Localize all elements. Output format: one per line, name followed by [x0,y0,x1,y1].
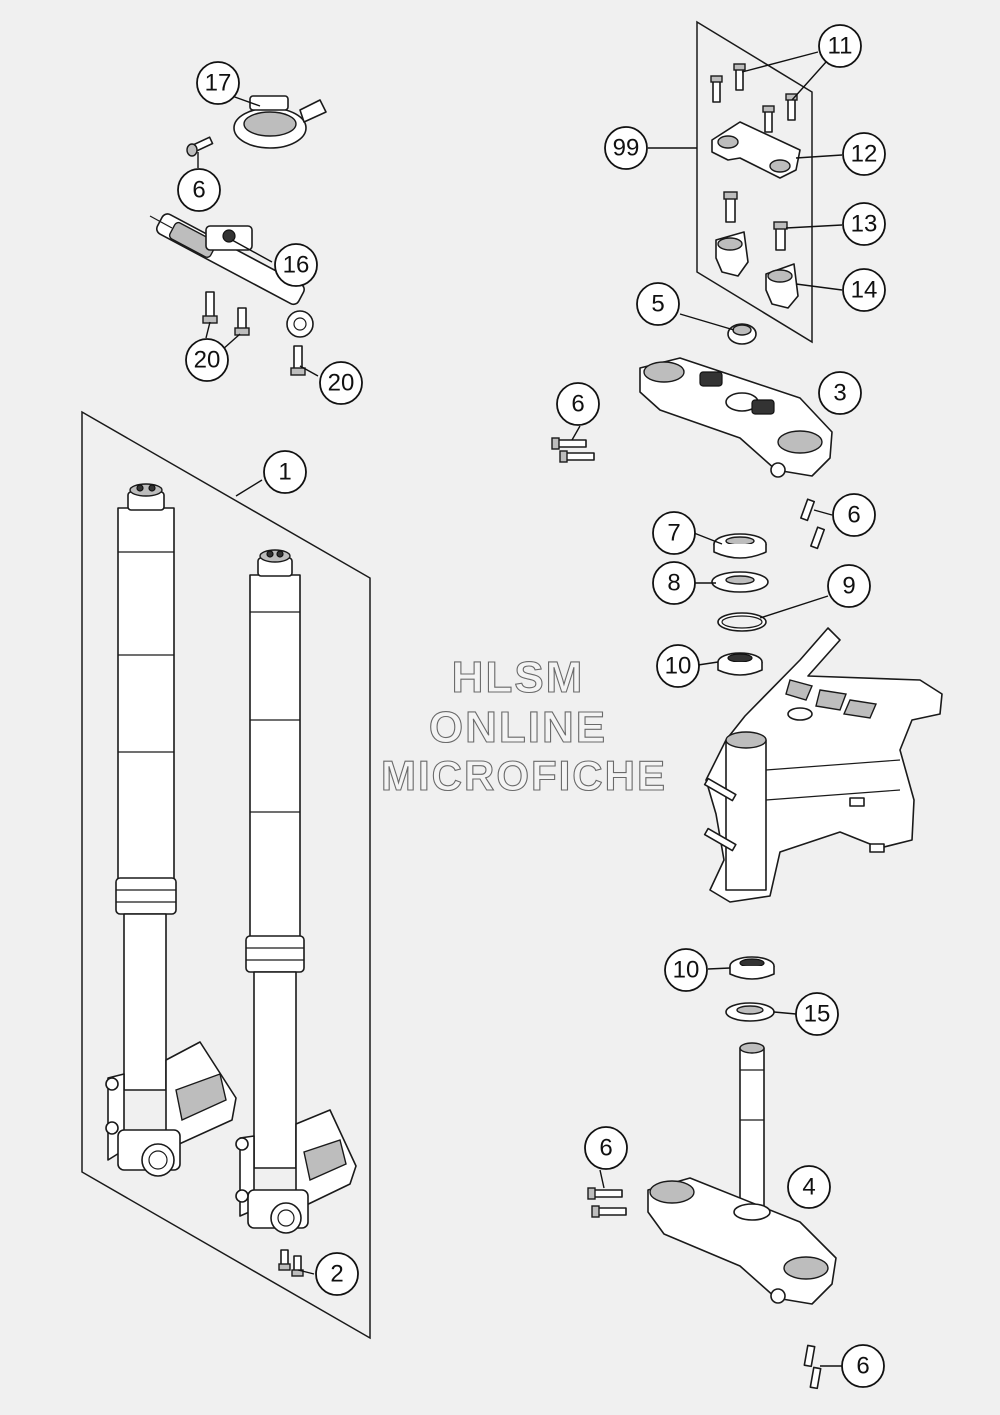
callout-label: 14 [851,277,878,304]
steering-damper [149,213,314,338]
handlebar-clamps [715,231,799,309]
callout-99: 99 [604,126,648,170]
callout-6: 6 [177,168,221,212]
callout-10: 10 [664,948,708,992]
callout-20: 20 [185,338,229,382]
callout-label: 5 [651,291,664,318]
callout-label: 6 [599,1135,612,1162]
callout-label: 12 [851,141,878,168]
lower-clamp-side-bolts [803,1344,822,1390]
leader-lines [197,51,843,1367]
watermark-line-3: MICROFICHE [381,752,667,799]
callout-label: 10 [673,957,700,984]
callout-label: 6 [847,502,860,529]
callout-label: 1 [278,459,291,486]
callout-label: 6 [856,1353,869,1380]
callout-6: 6 [841,1344,885,1388]
damper-clamp-bolt [186,136,214,157]
callout-label: 2 [330,1261,343,1288]
callout-11: 11 [818,24,862,68]
frame-head-section [703,627,943,903]
handlebar-clamp-bolts [723,191,788,251]
handlebar-kit-outline [696,20,813,344]
steering-stem-nut [727,323,757,345]
callout-13: 13 [842,202,886,246]
callout-9: 9 [827,564,871,608]
callout-label: 7 [667,520,680,547]
callout-label: 20 [328,370,355,397]
callout-label: 11 [828,33,853,60]
callout-label: 8 [667,570,680,597]
axle-clamp-bolts [278,1249,304,1277]
callout-6: 6 [556,382,600,426]
callout-3: 3 [818,371,862,415]
lower-triple-clamp [647,1042,837,1305]
callout-6: 6 [832,493,876,537]
fork-leg-left [105,483,237,1177]
callout-label: 6 [192,177,205,204]
callout-15: 15 [795,992,839,1036]
fork-assembly-outline [81,410,371,1340]
callout-17: 17 [196,61,240,105]
callout-label: 13 [851,211,878,238]
callout-1: 1 [263,450,307,494]
callout-label: 4 [802,1174,815,1201]
handlebar-kit-bolts [710,63,798,133]
handlebar-bridge [711,121,801,179]
callout-6: 6 [584,1126,628,1170]
callout-label: 9 [842,573,855,600]
callout-20: 20 [319,361,363,405]
dust-seal-washer [711,571,769,593]
upper-clamp-pinch-bolts [551,437,595,463]
lower-clamp-pinch-bolts [587,1187,627,1218]
callout-16: 16 [274,243,318,287]
callout-label: 17 [205,70,232,97]
callout-4: 4 [787,1165,831,1209]
callout-label: 6 [571,391,584,418]
callout-12: 12 [842,132,886,176]
lower-dust-seal [725,1002,775,1022]
callout-8: 8 [652,561,696,605]
callout-label: 15 [804,1001,831,1028]
upper-triple-clamp [639,357,833,478]
damper-clamp [233,95,327,149]
callout-10: 10 [656,644,700,688]
upper-clamp-side-bolts [800,498,826,550]
fork-leg-right [235,549,357,1234]
watermark: HLSM ONLINE MICROFICHE [380,652,667,799]
callout-5: 5 [636,282,680,326]
callout-label: 16 [283,252,310,279]
callout-label: 3 [833,380,846,407]
bearing-race-lower [729,956,775,980]
callout-7: 7 [652,511,696,555]
callout-label: 20 [194,347,221,374]
upper-bearing [713,533,767,559]
bearing-race-upper [717,652,763,676]
watermark-line-1: HLSM [452,653,585,702]
callout-2: 2 [315,1252,359,1296]
callout-label: 99 [613,135,640,162]
callout-label: 10 [665,653,692,680]
callout-14: 14 [842,268,886,312]
watermark-line-2: ONLINE [429,703,607,752]
o-ring [717,612,767,632]
